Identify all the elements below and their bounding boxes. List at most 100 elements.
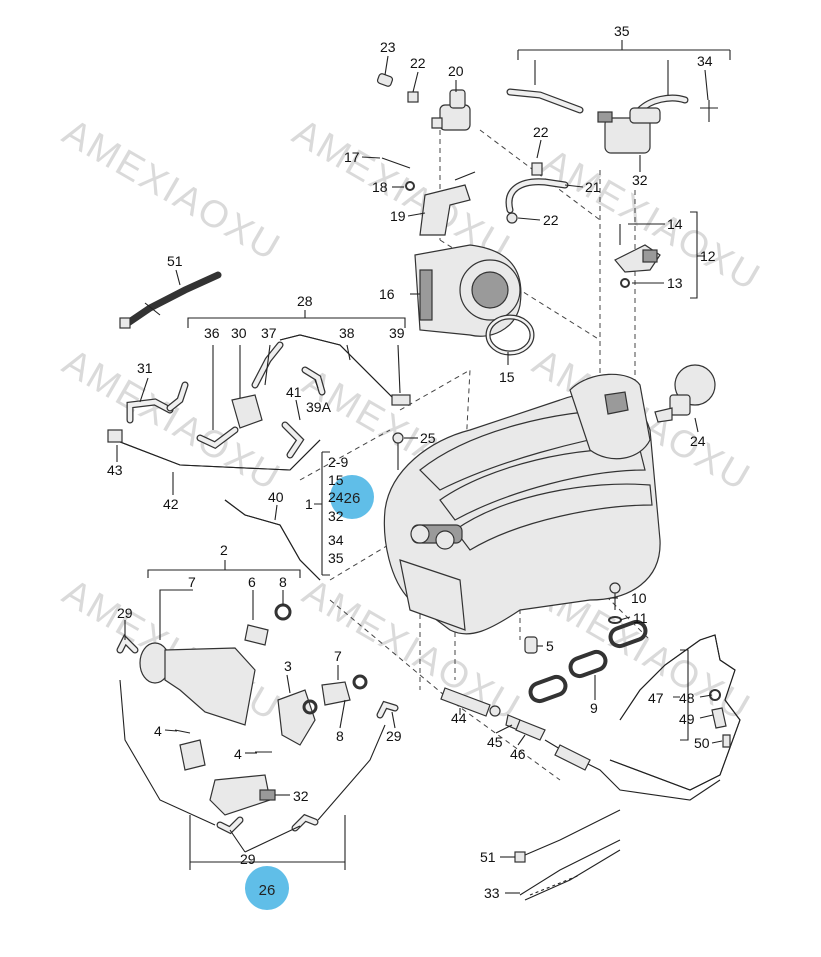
- o-ring-13: [620, 278, 630, 288]
- bracket: [419, 184, 471, 236]
- hoses-35: [506, 88, 689, 114]
- callout-8a: 8: [279, 574, 287, 590]
- callout-28: 28: [297, 293, 313, 309]
- callout-6: 6: [248, 574, 256, 590]
- hose-49: [711, 707, 727, 729]
- callout-42: 42: [163, 496, 179, 512]
- watermark-3: AMEXIAOXU: [536, 141, 768, 299]
- callout-19: 19: [390, 208, 406, 224]
- callout-35: 35: [614, 23, 630, 39]
- seal-8c: [302, 699, 318, 715]
- callout-48: 48: [679, 690, 695, 706]
- group-24: 24: [328, 489, 344, 505]
- group-32: 32: [328, 508, 344, 524]
- throttle-body: [414, 244, 522, 337]
- callout-44: 44: [451, 710, 467, 726]
- clip-22: [407, 91, 419, 103]
- callout-40: 40: [268, 489, 284, 505]
- callout-46: 46: [510, 746, 526, 762]
- valve-24: [654, 364, 716, 423]
- valve-20: [431, 89, 471, 131]
- injector-44: [440, 687, 491, 717]
- connector-43: [107, 429, 123, 443]
- callout-9: 9: [590, 700, 598, 716]
- callout-22c: 22: [543, 212, 559, 228]
- seal-8b: [352, 674, 368, 690]
- group-35: 35: [328, 550, 344, 566]
- plug-50: [722, 734, 731, 748]
- callout-2: 2: [220, 542, 228, 558]
- clip-22-low: [506, 212, 518, 224]
- valve-32-top: [597, 107, 661, 154]
- callout-10: 10: [631, 590, 647, 606]
- callout-25: 25: [420, 430, 436, 446]
- callout-51b: 51: [480, 849, 496, 865]
- callout-15: 15: [499, 369, 515, 385]
- fitting-7b: [321, 681, 351, 706]
- callout-21: 21: [585, 179, 601, 195]
- callout-43: 43: [107, 462, 123, 478]
- group-34: 34: [328, 532, 344, 548]
- bolt-4a: [174, 729, 191, 734]
- callout-8b: 8: [336, 728, 344, 744]
- tie-51-bottom: [514, 851, 526, 863]
- callout-36: 36: [204, 325, 220, 341]
- connector-6: [244, 624, 269, 646]
- clip-22-mid: [531, 162, 543, 176]
- sensor-12: [614, 244, 661, 273]
- connector-34: [700, 100, 718, 122]
- callout-16: 16: [379, 286, 395, 302]
- callout-7a: 7: [188, 574, 196, 590]
- callout-22b: 22: [533, 124, 549, 140]
- highlight-26-lower-label: 26: [259, 882, 276, 899]
- intake-manifold: [383, 373, 661, 635]
- callout-37: 37: [261, 325, 277, 341]
- callout-12: 12: [700, 248, 716, 264]
- callout-33: 33: [484, 885, 500, 901]
- control-unit-7: [139, 642, 256, 726]
- callout-47: 47: [648, 690, 664, 706]
- plug-5: [524, 636, 538, 654]
- sensor-46: [515, 719, 546, 741]
- screw-17: [381, 157, 411, 169]
- callout-1: 1: [305, 496, 313, 512]
- callout-31: 31: [137, 360, 153, 376]
- gaskets-9: [528, 619, 648, 704]
- hose-group-28: [126, 334, 411, 459]
- callout-13: 13: [667, 275, 683, 291]
- plug-23: [376, 73, 394, 87]
- watermark-1: AMEXIAOXU: [56, 111, 288, 269]
- callout-18: 18: [372, 179, 388, 195]
- callout-17: 17: [344, 149, 360, 165]
- bracket-lower: [179, 739, 206, 771]
- callout-7b: 7: [334, 648, 342, 664]
- leader-lines: [116, 40, 731, 894]
- callout-51a: 51: [167, 253, 183, 269]
- washer-18: [405, 181, 415, 191]
- sensor-3: [277, 689, 316, 746]
- callout-29b: 29: [386, 728, 402, 744]
- callout-30: 30: [231, 325, 247, 341]
- callout-4a: 4: [154, 723, 162, 739]
- callout-29a: 29: [117, 605, 133, 621]
- group-15: 15: [328, 472, 344, 488]
- callout-22a: 22: [410, 55, 426, 71]
- callout-29c: 29: [240, 851, 256, 867]
- group-2-9: 2-9: [328, 454, 348, 470]
- valve-32-bottom: [209, 774, 276, 816]
- highlight-26-lower[interactable]: 26: [245, 866, 289, 910]
- callout-20: 20: [448, 63, 464, 79]
- highlight-26-upper-label: 26: [344, 490, 361, 507]
- callout-11: 11: [633, 610, 648, 626]
- watermark-2: AMEXIAOXU: [286, 111, 518, 269]
- callout-5: 5: [546, 638, 554, 654]
- callout-23: 23: [380, 39, 396, 55]
- callout-38: 38: [339, 325, 355, 341]
- highlight-26-upper[interactable]: 26: [330, 475, 374, 519]
- callout-49: 49: [679, 711, 695, 727]
- callout-14: 14: [667, 216, 683, 232]
- callout-39a: 39A: [306, 399, 332, 415]
- callout-32a: 32: [632, 172, 648, 188]
- callout-3: 3: [284, 658, 292, 674]
